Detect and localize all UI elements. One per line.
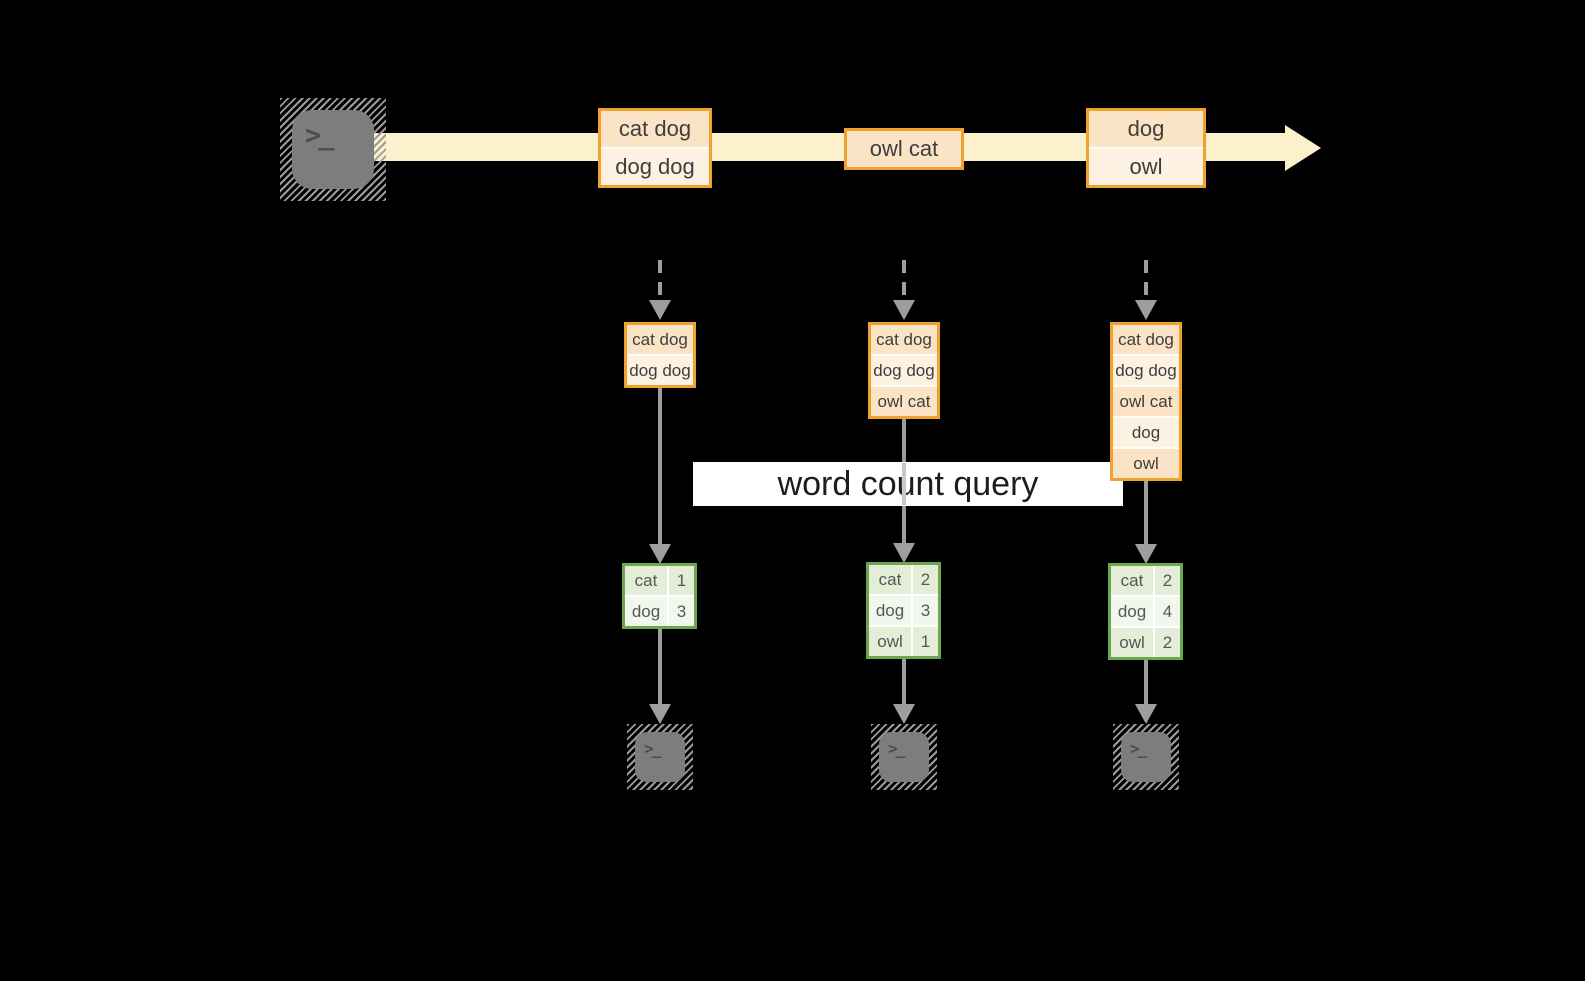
dashed-down-arrow-icon bbox=[1135, 260, 1157, 320]
terminal-prompt-icon: >_ bbox=[888, 739, 905, 758]
terminal-prompt-icon: >_ bbox=[644, 739, 661, 758]
event-line: dog dog bbox=[601, 149, 709, 185]
count-cell: 4 bbox=[1155, 597, 1180, 626]
word-cell: dog bbox=[625, 597, 667, 626]
down-arrow-icon bbox=[649, 388, 671, 564]
buffer-line: dog dog bbox=[871, 356, 937, 385]
count-cell: 1 bbox=[913, 627, 938, 656]
dashed-down-arrow-icon bbox=[893, 260, 915, 320]
output-terminal-icon: >_ bbox=[627, 724, 693, 790]
stream-timeline-arrowhead-icon bbox=[1285, 125, 1321, 171]
dashed-down-arrow-icon bbox=[649, 260, 671, 320]
count-cell: 2 bbox=[913, 565, 938, 594]
buffer-line: owl cat bbox=[1113, 387, 1179, 416]
buffer-line: cat dog bbox=[871, 325, 937, 354]
word-count-table-2: cat 2 dog 3 owl 1 bbox=[866, 562, 941, 659]
terminal-screen: >_ bbox=[879, 732, 929, 782]
input-buffer-1: cat dog dog dog bbox=[624, 322, 696, 388]
count-cell: 3 bbox=[913, 596, 938, 625]
terminal-prompt-icon: >_ bbox=[1130, 739, 1147, 758]
terminal-screen: >_ bbox=[292, 110, 374, 189]
word-cell: cat bbox=[869, 565, 911, 594]
word-cell: dog bbox=[1111, 597, 1153, 626]
word-count-table-1: cat 1 dog 3 bbox=[622, 563, 697, 629]
output-terminal-icon: >_ bbox=[1113, 724, 1179, 790]
down-arrow-icon bbox=[1135, 658, 1157, 724]
down-arrow-icon bbox=[893, 658, 915, 724]
terminal-screen: >_ bbox=[1121, 732, 1171, 782]
word-cell: cat bbox=[625, 566, 667, 595]
stream-event-2: owl cat bbox=[844, 128, 964, 170]
word-cell: dog bbox=[869, 596, 911, 625]
buffer-line: dog dog bbox=[1113, 356, 1179, 385]
input-buffer-2: cat dog dog dog owl cat bbox=[868, 322, 940, 419]
count-cell: 3 bbox=[669, 597, 694, 626]
buffer-line: dog dog bbox=[627, 356, 693, 385]
stream-event-3: dog owl bbox=[1086, 108, 1206, 188]
arrow-through-query-bar bbox=[902, 463, 906, 505]
source-terminal-icon: >_ bbox=[280, 98, 386, 201]
word-count-table-3: cat 2 dog 4 owl 2 bbox=[1108, 563, 1183, 660]
query-label: word count query bbox=[693, 462, 1123, 506]
buffer-line: cat dog bbox=[1113, 325, 1179, 354]
word-cell: owl bbox=[869, 627, 911, 656]
count-cell: 1 bbox=[669, 566, 694, 595]
terminal-screen: >_ bbox=[635, 732, 685, 782]
event-line: dog bbox=[1089, 111, 1203, 147]
count-cell: 2 bbox=[1155, 628, 1180, 657]
event-line: owl bbox=[1089, 149, 1203, 185]
buffer-line: cat dog bbox=[627, 325, 693, 354]
down-arrow-icon bbox=[649, 629, 671, 724]
buffer-line: dog bbox=[1113, 418, 1179, 447]
input-buffer-3: cat dog dog dog owl cat dog owl bbox=[1110, 322, 1182, 481]
word-cell: cat bbox=[1111, 566, 1153, 595]
output-terminal-icon: >_ bbox=[871, 724, 937, 790]
terminal-prompt-icon: >_ bbox=[305, 120, 335, 151]
stream-event-1: cat dog dog dog bbox=[598, 108, 712, 188]
buffer-line: owl bbox=[1113, 449, 1179, 478]
count-cell: 2 bbox=[1155, 566, 1180, 595]
event-line: owl cat bbox=[847, 131, 961, 167]
word-cell: owl bbox=[1111, 628, 1153, 657]
down-arrow-icon bbox=[1135, 480, 1157, 564]
event-line: cat dog bbox=[601, 111, 709, 147]
buffer-line: owl cat bbox=[871, 387, 937, 416]
